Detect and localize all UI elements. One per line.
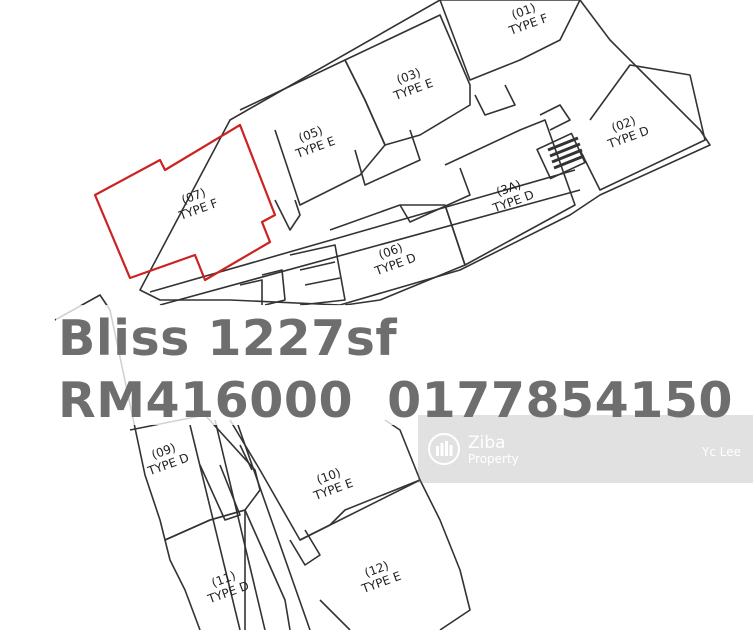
unit-07-highlight bbox=[93, 123, 277, 282]
unit-label-10: (10)TYPE E bbox=[306, 463, 355, 504]
unit-label-3A: (3A)TYPE D bbox=[485, 174, 535, 215]
watermark-brand: Ziba Property bbox=[468, 433, 519, 467]
overlay-band bbox=[56, 305, 696, 425]
unit-label-03: (03)TYPE E bbox=[386, 63, 435, 104]
ziba-watermark: Ziba Property Yc Lee bbox=[418, 415, 753, 483]
brand-sub: Property bbox=[468, 452, 519, 466]
contact-phone: 0177854150 bbox=[387, 372, 734, 429]
unit-label-02: (02)TYPE D bbox=[600, 110, 650, 151]
agent-name: Yc Lee bbox=[702, 445, 741, 459]
unit-label-09: (09)TYPE D bbox=[140, 437, 190, 478]
unit-label-11: (11)TYPE D bbox=[200, 565, 250, 606]
listing-price: RM416000 bbox=[58, 372, 354, 429]
unit-label-06: (06)TYPE D bbox=[367, 237, 417, 278]
unit-label-12: (12)TYPE E bbox=[354, 556, 403, 597]
unit-label-01: (01)TYPE F bbox=[501, 0, 549, 38]
brand-name: Ziba bbox=[468, 433, 506, 453]
listing-title: Bliss 1227sf bbox=[58, 310, 398, 367]
building-icon bbox=[428, 433, 460, 465]
unit-label-05: (05)TYPE E bbox=[288, 121, 337, 162]
